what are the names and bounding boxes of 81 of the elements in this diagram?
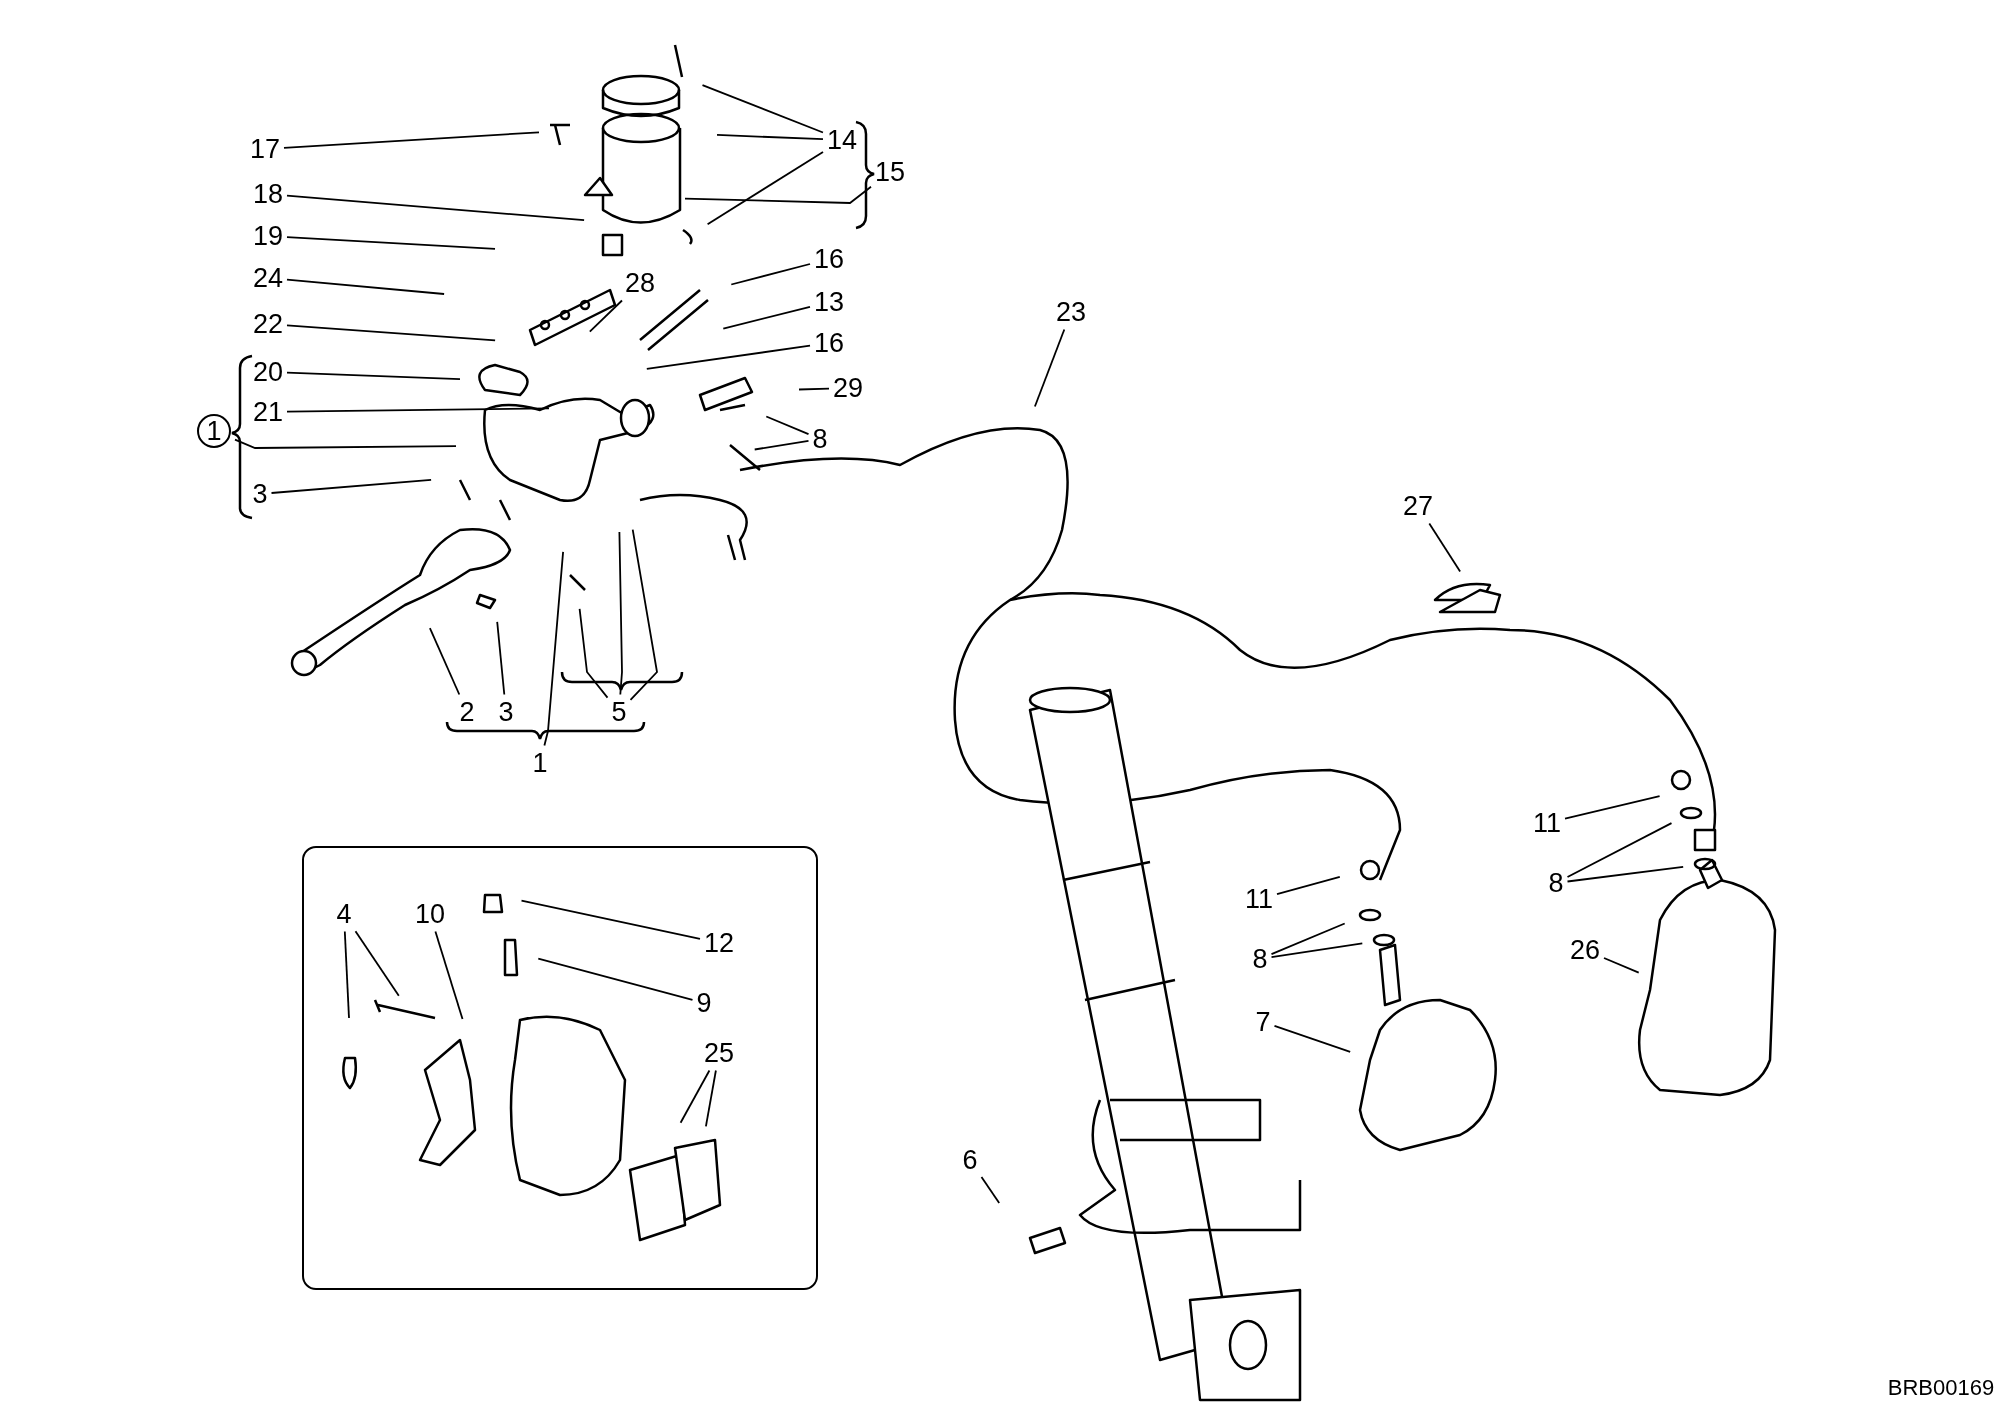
callout-number: 19 bbox=[253, 222, 283, 250]
callout-number: 18 bbox=[253, 180, 283, 208]
leader-line bbox=[645, 344, 811, 370]
leader-line bbox=[716, 134, 824, 141]
callout-number: 3 bbox=[252, 480, 268, 508]
callout-number: 22 bbox=[253, 310, 283, 338]
callout-number: 1 bbox=[532, 749, 548, 777]
leader-line bbox=[520, 899, 701, 940]
callout-number: 23 bbox=[1056, 298, 1086, 326]
callout-number: 25 bbox=[704, 1039, 734, 1067]
leader-line bbox=[701, 84, 824, 134]
leader-line bbox=[429, 627, 461, 696]
leader-line bbox=[496, 621, 506, 696]
callout-number: 16 bbox=[814, 245, 844, 273]
callout-number: 28 bbox=[625, 269, 655, 297]
leader-line bbox=[286, 324, 496, 342]
leader-line bbox=[588, 299, 623, 333]
callout-number: 21 bbox=[253, 398, 283, 426]
leader-line bbox=[1273, 1025, 1352, 1053]
leader-line bbox=[1564, 795, 1661, 820]
callout-number: 4 bbox=[336, 900, 352, 928]
leader-line bbox=[434, 930, 464, 1020]
callout-number: 9 bbox=[696, 989, 712, 1017]
callout-number: 7 bbox=[1255, 1008, 1271, 1036]
leader-line bbox=[286, 278, 445, 295]
inset-frame bbox=[302, 846, 818, 1290]
callout-number: 5 bbox=[611, 698, 627, 726]
leader-line bbox=[1276, 875, 1341, 895]
callout-number: 8 bbox=[1548, 869, 1564, 897]
callout-number: 24 bbox=[253, 264, 283, 292]
leader-line bbox=[706, 151, 824, 226]
leader-line bbox=[286, 194, 585, 222]
leader-line bbox=[286, 371, 461, 381]
leader-line bbox=[270, 478, 432, 494]
leader-line bbox=[798, 387, 830, 391]
callout-number: 14 bbox=[827, 126, 857, 154]
drawing-code: BRB00169 bbox=[1887, 1377, 1995, 1399]
leader-line bbox=[1270, 922, 1346, 956]
callout-number: 2 bbox=[459, 698, 475, 726]
callout-number: 8 bbox=[1252, 945, 1268, 973]
leader-line bbox=[730, 263, 811, 286]
callout-number: 10 bbox=[415, 900, 445, 928]
leader-line bbox=[722, 305, 811, 330]
leader-line bbox=[679, 1069, 711, 1124]
leader-line bbox=[286, 407, 550, 413]
leader-line bbox=[765, 415, 810, 436]
leader-line bbox=[618, 531, 623, 696]
callout-number: 13 bbox=[814, 288, 844, 316]
leader-line bbox=[283, 131, 540, 149]
leader-line bbox=[1270, 942, 1364, 959]
leader-line bbox=[578, 607, 609, 699]
callout-number: 3 bbox=[498, 698, 514, 726]
leader-line bbox=[286, 236, 496, 250]
leader-line bbox=[980, 1176, 1001, 1204]
circled-callout-number: 1 bbox=[197, 414, 231, 448]
callout-number: 20 bbox=[253, 358, 283, 386]
leader-line bbox=[343, 930, 350, 1019]
leader-line bbox=[1603, 957, 1640, 974]
leader-line bbox=[1428, 522, 1461, 573]
callout-number: 15 bbox=[875, 158, 905, 186]
callout-number: 11 bbox=[1245, 885, 1273, 913]
leader-line bbox=[537, 957, 694, 1001]
leader-line bbox=[1566, 822, 1673, 878]
callout-number: 26 bbox=[1570, 936, 1600, 964]
callout-number: 6 bbox=[962, 1146, 978, 1174]
leader-line bbox=[705, 1069, 717, 1128]
callout-number: 17 bbox=[250, 135, 280, 163]
leader-line bbox=[354, 930, 400, 997]
leader-line bbox=[684, 185, 872, 204]
leader-line bbox=[1034, 328, 1066, 408]
callout-number: 11 bbox=[1533, 809, 1561, 837]
leader-line bbox=[629, 528, 658, 701]
leader-line bbox=[234, 438, 457, 449]
callout-number: 8 bbox=[812, 425, 828, 453]
callout-number: 29 bbox=[833, 374, 863, 402]
callout-number: 12 bbox=[704, 929, 734, 957]
leader-line bbox=[543, 551, 564, 747]
leader-line bbox=[1566, 865, 1685, 883]
callout-number: 27 bbox=[1403, 492, 1433, 520]
leader-line bbox=[753, 440, 810, 451]
callout-number: 16 bbox=[814, 329, 844, 357]
